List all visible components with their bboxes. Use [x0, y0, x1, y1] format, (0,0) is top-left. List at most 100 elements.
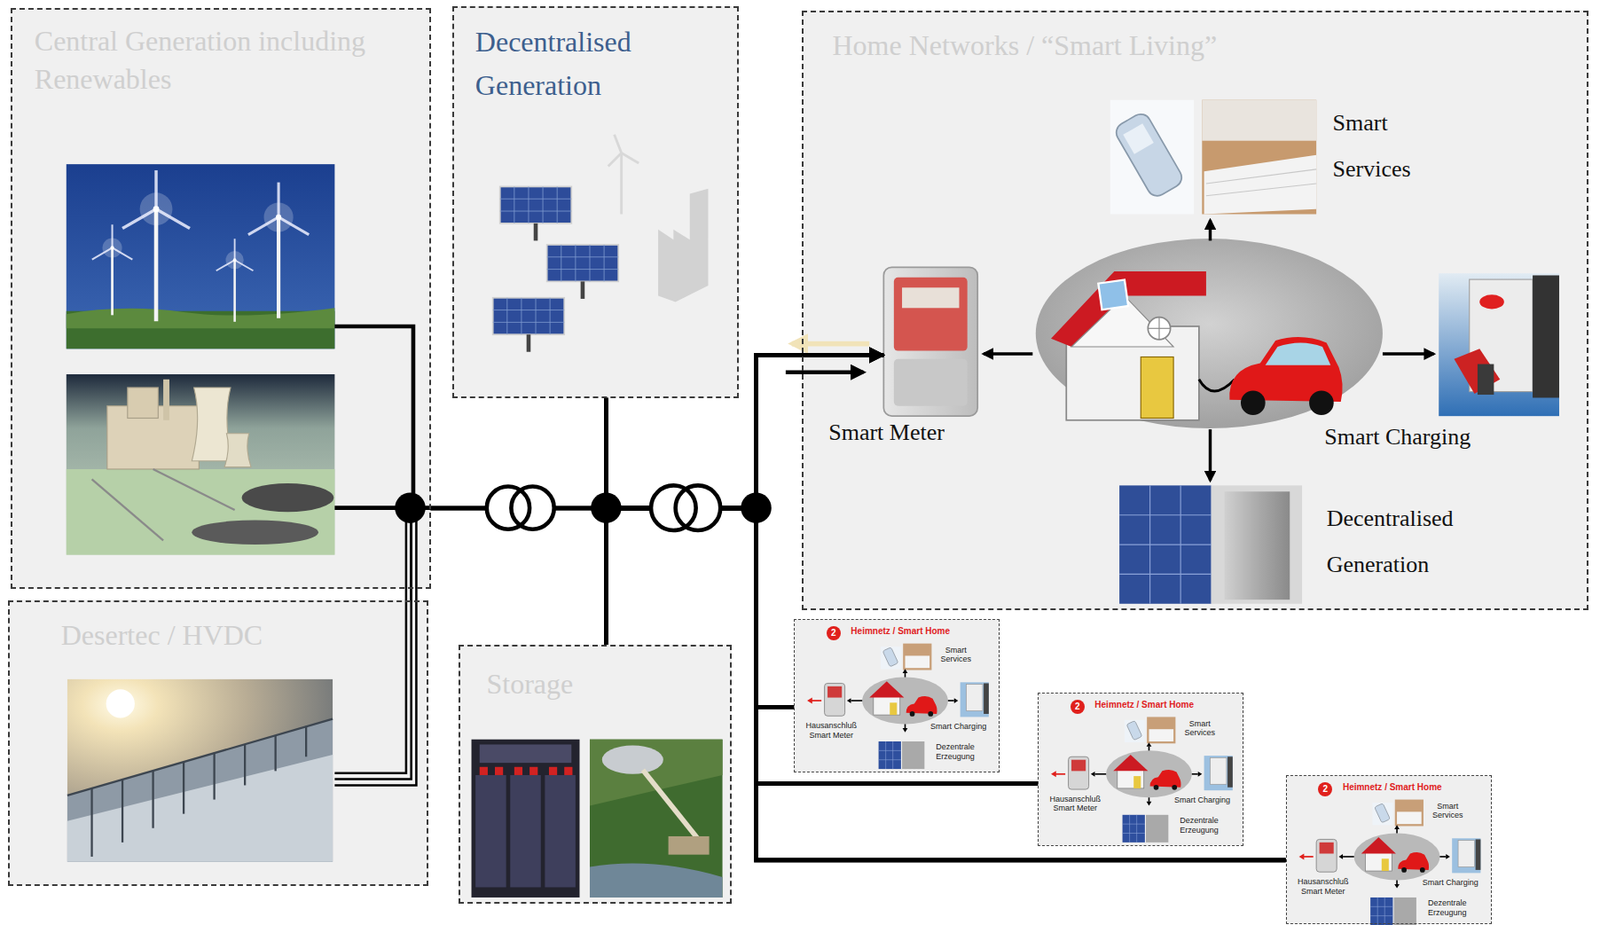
- panel-ground: [801, 9, 1589, 610]
- home-picture: [1035, 238, 1383, 429]
- home-picture: [1140, 356, 1174, 418]
- faint-turbine: [608, 152, 622, 166]
- home-picture: [1098, 279, 1129, 310]
- power-plant-picture: [153, 469, 236, 510]
- power-plant-picture: [242, 483, 335, 512]
- battery-picture: [471, 739, 581, 898]
- home-picture: [1240, 390, 1266, 416]
- item-label: Decentralised Generation: [1326, 495, 1483, 589]
- smart-services-picture: [1201, 100, 1317, 215]
- home-picture: [1199, 379, 1235, 392]
- battery-picture: [564, 767, 573, 776]
- home-generation-picture: [1119, 514, 1212, 516]
- smart-services-picture: [1206, 169, 1317, 197]
- home-generation-picture: [1119, 485, 1302, 604]
- solar-thermal-picture: [106, 689, 135, 718]
- solar-thermal-picture: [243, 744, 246, 785]
- panel-box: Decentralised Generation: [452, 6, 739, 399]
- mini-title: Heimnetz / Smart Home: [1342, 782, 1443, 793]
- item-group: Smart Charging: [1438, 273, 1560, 416]
- item-label: Smart Meter: [828, 418, 945, 447]
- mini-label: Hausanschluß Smart Meter: [802, 721, 860, 740]
- wind-farm-picture: [216, 238, 254, 322]
- power-line: [605, 398, 1286, 861]
- mini-label: Smart Charging: [930, 721, 987, 731]
- transformer-symbol: [486, 485, 721, 531]
- smart-services-picture: [1110, 100, 1317, 215]
- mini-label: Smart Services: [1178, 719, 1222, 738]
- home-generation-picture: [1224, 491, 1291, 600]
- pumped-hydro-picture: [643, 769, 705, 847]
- battery-picture: [479, 767, 573, 776]
- power-line: [431, 508, 795, 707]
- home-generation-picture: [1119, 573, 1212, 575]
- battery-picture: [471, 739, 581, 898]
- solar-thermal-picture: [274, 735, 276, 771]
- solar-panel-icon: [493, 186, 620, 352]
- mini-home-picture: [1299, 800, 1482, 925]
- solar-thermal-picture: [67, 754, 333, 863]
- smart-services-picture: [1113, 110, 1186, 200]
- wind-farm-picture: [66, 307, 336, 329]
- power-line: [605, 398, 794, 708]
- power-line: [431, 354, 885, 509]
- pumped-hydro-picture: [589, 739, 723, 807]
- battery-picture: [475, 775, 507, 887]
- power-line: [605, 508, 794, 707]
- home-picture: [1147, 317, 1170, 340]
- power-line: [605, 398, 1038, 785]
- panel-box: Home Networks / “Smart Living”Smart Serv…: [801, 10, 1589, 612]
- panel-title: Storage: [486, 665, 573, 704]
- solar-thermal-picture: [90, 788, 93, 857]
- panel-ground: [458, 644, 732, 904]
- bus-node: [394, 492, 772, 523]
- callout-number: 2: [826, 626, 841, 641]
- solar-panel-icon: [493, 298, 565, 353]
- home-picture: [1050, 271, 1207, 347]
- mini-label: Smart Charging: [1422, 878, 1479, 887]
- power-plant-picture: [92, 478, 165, 541]
- solar-thermal-picture: [67, 719, 333, 857]
- home-arrow: [1208, 429, 1212, 480]
- mini-label: Dezentrale Erzeugung: [1422, 898, 1473, 918]
- power-plant-picture: [66, 469, 336, 556]
- mini-panel: Heimnetz / Smart HomeSmart ServicesHausa…: [1037, 692, 1244, 847]
- power-line: [431, 508, 1287, 861]
- pumped-hydro-picture: [589, 863, 723, 898]
- power-line: [411, 354, 885, 600]
- transformer-symbol: [510, 486, 554, 530]
- home-generation-picture: [1119, 485, 1212, 604]
- home-picture: [1158, 317, 1160, 340]
- pumped-hydro-picture: [602, 745, 664, 775]
- power-line: [605, 508, 1286, 861]
- battery-picture: [549, 767, 557, 776]
- battery-picture: [544, 775, 576, 887]
- home-picture: [1147, 317, 1170, 340]
- faint-factory: [658, 188, 708, 303]
- mini-title: Heimnetz / Smart Home: [1094, 699, 1194, 711]
- panel-box: Central Generation including Renewables: [10, 7, 432, 589]
- power-plant-picture: [224, 433, 251, 468]
- mini-home-picture: [807, 643, 989, 769]
- power-plant-picture: [92, 469, 236, 541]
- faint-turbine: [621, 152, 640, 163]
- panel-ground: [7, 6, 1589, 904]
- smart-services-picture: [1122, 123, 1154, 155]
- home-picture: [1035, 238, 1383, 429]
- home-picture: [1265, 342, 1332, 365]
- panel-ground: [452, 6, 739, 399]
- solar-panel-icon: [547, 244, 620, 299]
- home-arrow: [1208, 219, 1212, 241]
- faint-turbine: [614, 134, 622, 154]
- panel-ground: [7, 599, 429, 886]
- faint-turbine: [619, 152, 623, 214]
- home-generation-picture: [1211, 485, 1302, 604]
- panel-ground: [10, 7, 432, 589]
- charging-picture: [1438, 273, 1560, 416]
- pumped-hydro-picture: [589, 739, 723, 898]
- smart-services-picture: [1206, 183, 1317, 197]
- solar-panel-icon: [500, 186, 573, 241]
- smart-meter-picture: [894, 277, 968, 352]
- wind-farm-picture: [248, 182, 309, 319]
- power-plant-picture: [66, 374, 336, 556]
